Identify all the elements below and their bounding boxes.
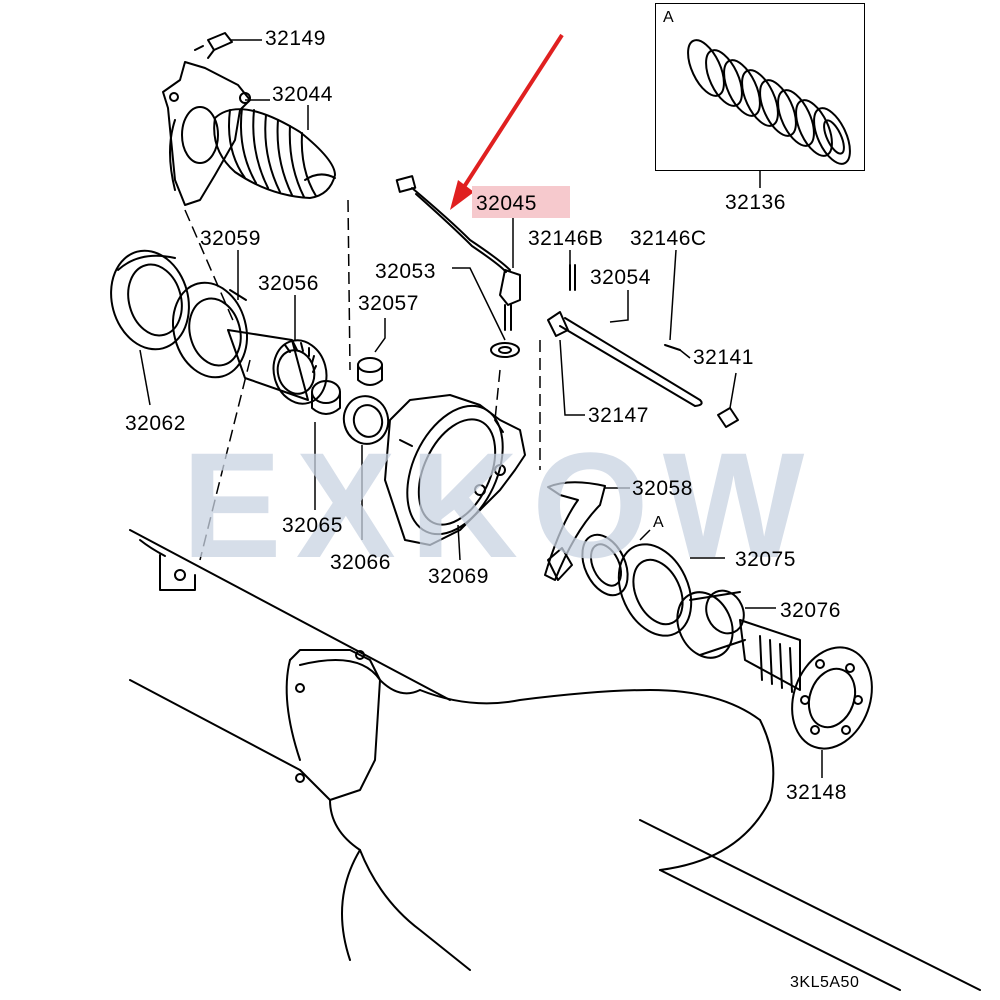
part-label-32059: 32059 [200,227,261,250]
bearing-32076 [676,589,746,659]
part-label-32044: 32044 [272,83,333,106]
part-highlight [472,186,570,218]
oil-seal-32075 [617,543,693,637]
part-label-32069: 32069 [428,565,489,588]
part-label-32149: 32149 [265,27,326,50]
bolt-32149 [194,32,233,59]
flange-32148 [791,646,873,750]
watermark: EXKOW [181,421,819,589]
part-label-32141: 32141 [693,346,754,369]
part-label-32066: 32066 [330,551,391,574]
ring-callout-label: A [653,514,665,531]
part-label-32075: 32075 [735,548,796,571]
shift-fork-32058 [544,481,606,581]
spacer-32065 [311,380,341,415]
part-label-32136: 32136 [725,191,786,214]
oil-seal-32062 [110,249,190,351]
part-label-32053: 32053 [375,260,436,283]
bearing-32066 [342,395,390,445]
output-shaft [739,619,801,693]
switch-32045 [395,175,521,331]
part-label-32146b: 32146B [528,227,604,250]
shift-lever-bracket [162,61,251,206]
part-label-32056: 32056 [258,272,319,295]
pinion-gear-32056 [227,329,328,405]
highlight-arrow [450,33,564,210]
spring-32136 [687,39,851,165]
axle-housing [129,529,981,991]
part-label-32054: 32054 [590,266,651,289]
part-label-32065: 32065 [282,514,343,537]
leader-lines [139,39,823,778]
rubber-boot [213,107,336,199]
figure-code: 3KL5A50 [790,974,860,991]
inset-label: A [663,9,675,26]
part-label-32148: 32148 [786,781,847,804]
bushing-32057 [357,357,383,386]
dashed-guide-lines [184,199,541,561]
shift-rod-32054 [547,264,739,428]
part-label-32147: 32147 [588,404,649,427]
part-label-32045: 32045 [476,192,537,215]
actuator-housing-32069 [384,394,526,546]
part-label-32057: 32057 [358,292,419,315]
inset-frame [655,3,865,171]
washer-32053 [490,342,520,358]
part-label-32062: 32062 [125,412,186,435]
part-label-32076: 32076 [780,599,841,622]
bearing-32059 [172,281,248,379]
part-label-32146c: 32146C [630,227,707,250]
part-label-32058: 32058 [632,477,693,500]
